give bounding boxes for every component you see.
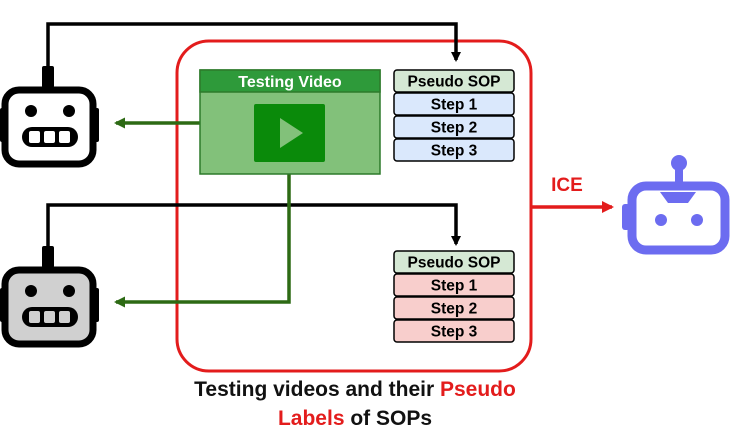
caption-part-1: Testing videos and their: [194, 378, 440, 401]
sop-list-2: Pseudo SOP Step 1 Step 2 Step 3: [393, 250, 515, 343]
sop-list-1: Pseudo SOP Step 1 Step 2 Step 3: [393, 69, 515, 162]
sop-list-2-header: Pseudo SOP: [407, 255, 500, 272]
ice-label: ICE: [551, 175, 583, 196]
sop-list-1-header: Pseudo SOP: [407, 74, 500, 91]
sop-list-1-step-2: Step 2: [431, 120, 478, 137]
play-icon: [254, 104, 325, 162]
caption-part-2: of SOPs: [344, 407, 433, 430]
video-to-robot2-arrow: [114, 174, 291, 308]
robot-icon: [0, 66, 99, 168]
caption-highlight-pseudo: Pseudo: [439, 378, 516, 401]
sop-list-1-step-3: Step 3: [431, 143, 478, 160]
caption-highlight-labels: Labels: [277, 407, 345, 430]
robot-icon: [0, 246, 99, 348]
sop-list-2-step-1: Step 1: [431, 278, 478, 295]
sop-list-1-step-1: Step 1: [431, 97, 478, 114]
testing-video-panel: Testing Video: [199, 69, 381, 175]
video-title: Testing Video: [238, 74, 342, 91]
sop-list-2-step-2: Step 2: [431, 301, 478, 318]
sop-list-2-step-3: Step 3: [431, 324, 478, 341]
robot2-to-sop2-connector: [46, 203, 461, 248]
robot-icon: [622, 155, 730, 255]
robot1-to-sop1-connector: [46, 22, 461, 68]
